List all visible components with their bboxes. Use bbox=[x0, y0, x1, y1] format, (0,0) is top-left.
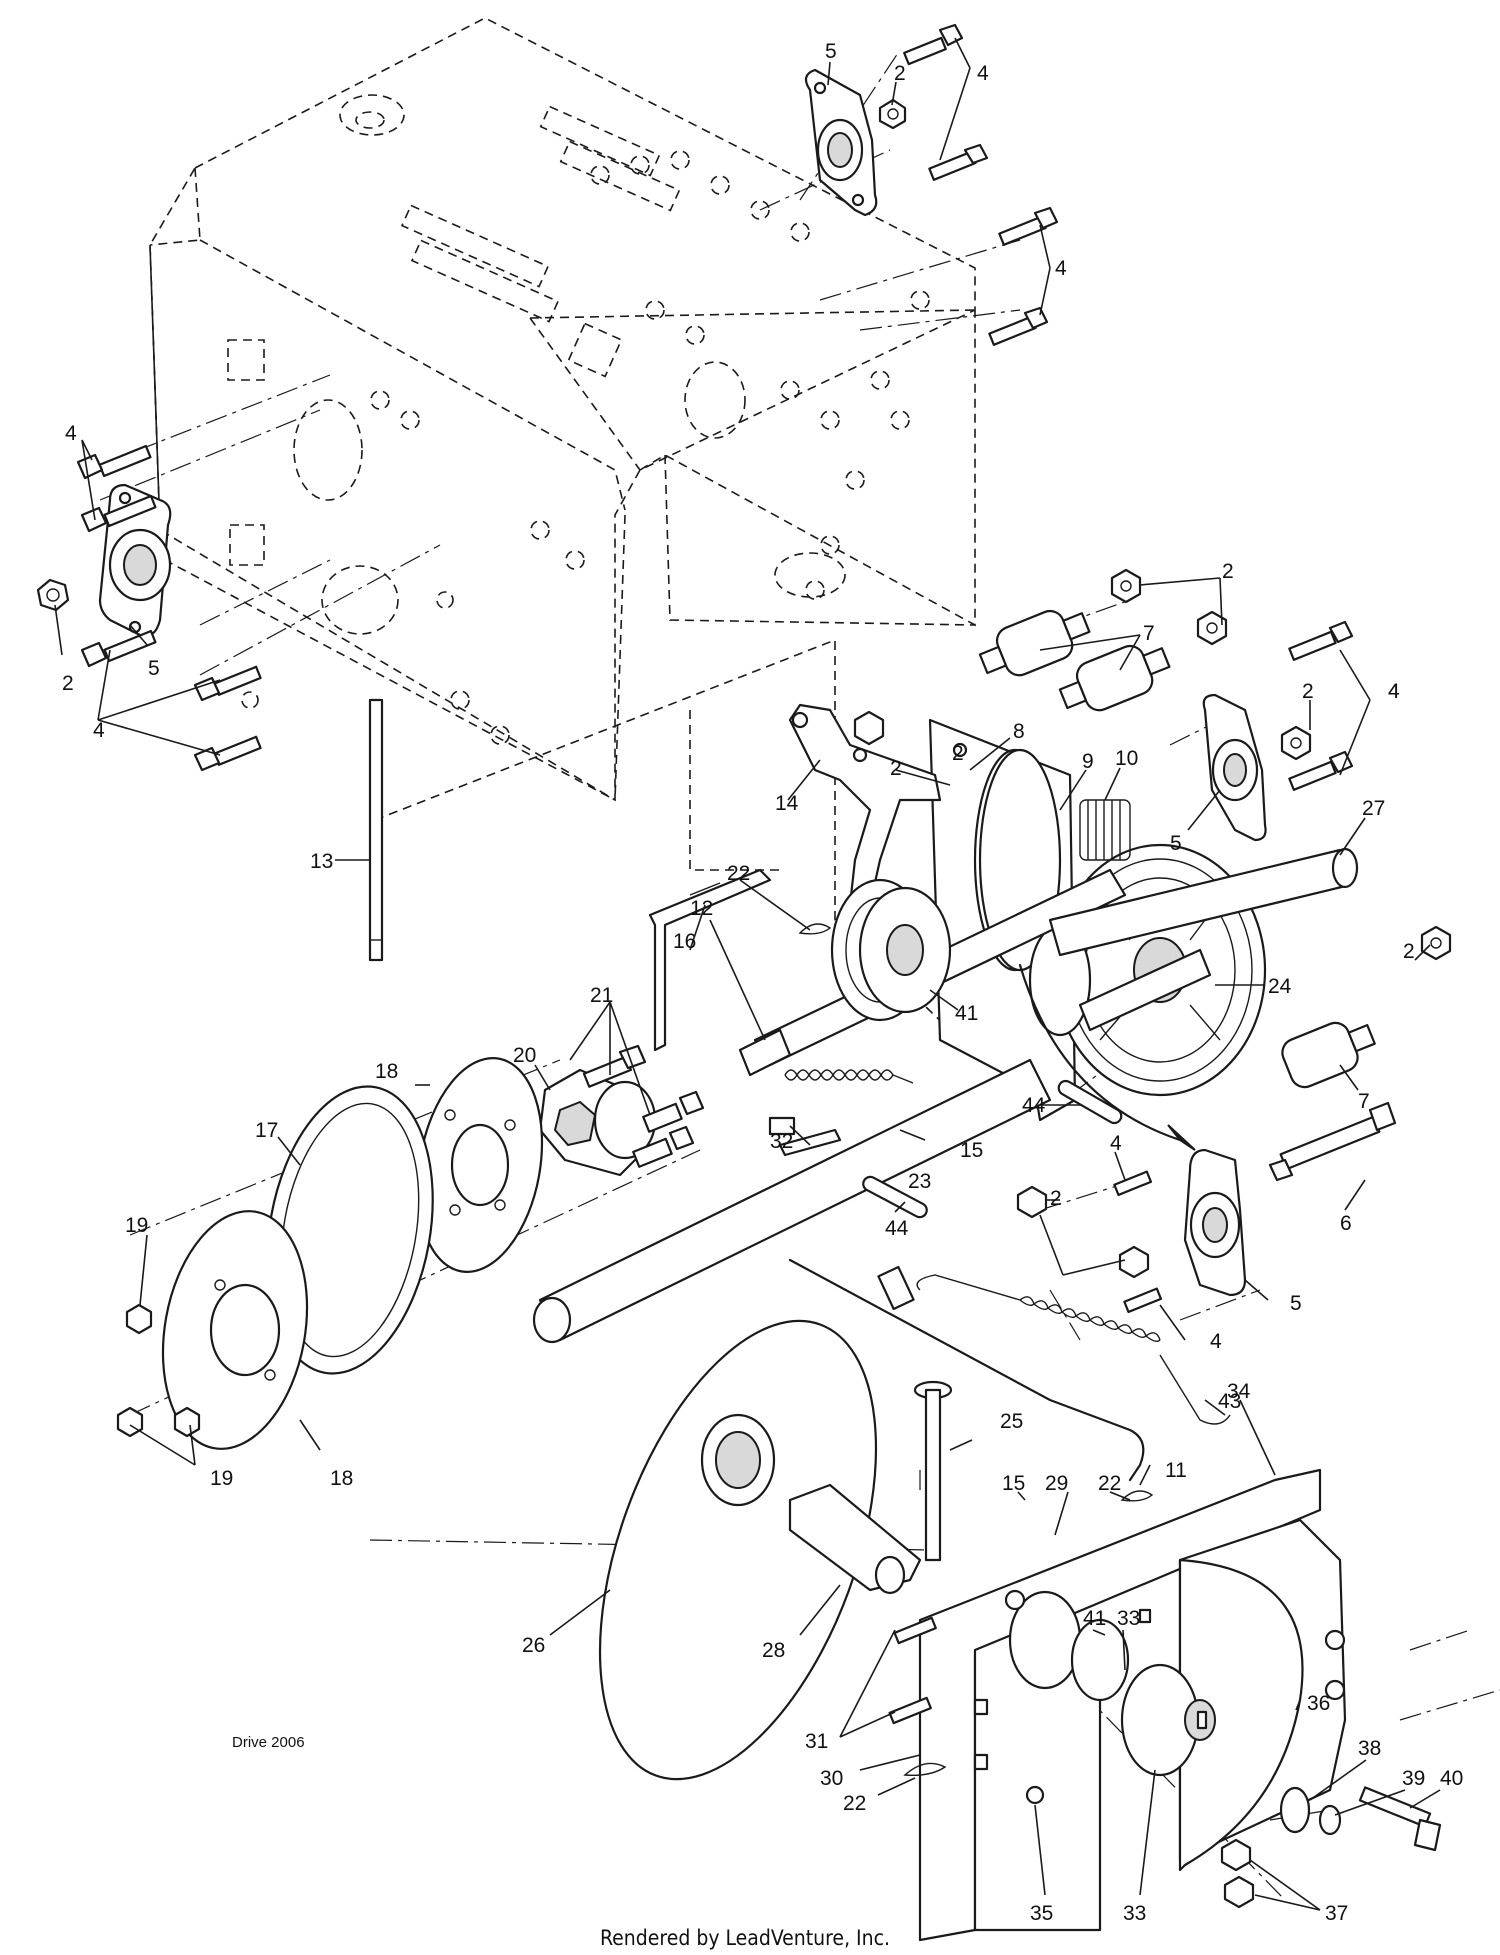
callout: 16 bbox=[673, 930, 696, 953]
callout: 8 bbox=[1013, 720, 1025, 743]
callout: 5 bbox=[1170, 832, 1182, 855]
callout: 31 bbox=[805, 1730, 828, 1753]
callout: 40 bbox=[1440, 1767, 1463, 1790]
footer-credit: Rendered by LeadVenture, Inc. bbox=[600, 1926, 890, 1950]
callout: 4 bbox=[1210, 1330, 1222, 1353]
callout: 2 bbox=[62, 672, 74, 695]
callout: 33 bbox=[1117, 1607, 1140, 1630]
callout: 12 bbox=[690, 897, 713, 920]
callout: 18 bbox=[330, 1467, 353, 1490]
callout: 19 bbox=[125, 1214, 148, 1237]
callout: 2 bbox=[1302, 680, 1314, 703]
callout: 15 bbox=[960, 1139, 983, 1162]
rod bbox=[368, 698, 384, 962]
callout: 5 bbox=[148, 657, 160, 680]
callout: 35 bbox=[1030, 1902, 1053, 1925]
diagram-caption: Drive 2006 bbox=[232, 1734, 305, 1751]
callout: 4 bbox=[977, 62, 989, 85]
leader-lines bbox=[54, 37, 1441, 1911]
callout: 39 bbox=[1402, 1767, 1425, 1790]
callout: 2 bbox=[1050, 1187, 1062, 1210]
callout: 23 bbox=[908, 1170, 931, 1193]
callout: 11 bbox=[1165, 1459, 1187, 1482]
callout: 4 bbox=[93, 719, 105, 742]
callout: 5 bbox=[825, 40, 837, 63]
callout: 13 bbox=[310, 850, 333, 873]
callout: 7 bbox=[1143, 622, 1155, 645]
callout: 18 bbox=[375, 1060, 398, 1083]
clutch-collar bbox=[830, 878, 952, 1022]
callout: 5 bbox=[1290, 1292, 1302, 1315]
callout: 4 bbox=[65, 422, 77, 445]
spacers-and-nuts bbox=[853, 568, 1452, 1089]
callout: 2 bbox=[1222, 560, 1234, 583]
callout: 2 bbox=[894, 62, 906, 85]
direction-arrow bbox=[1018, 963, 1182, 1142]
coupler-20 bbox=[538, 1044, 705, 1177]
callout: 6 bbox=[1340, 1212, 1352, 1235]
callout: 4 bbox=[1110, 1132, 1122, 1155]
callout: 15 bbox=[1002, 1472, 1025, 1495]
right-lower-flange bbox=[1016, 1101, 1397, 1314]
callout: 2 bbox=[1403, 940, 1415, 963]
callout: 37 bbox=[1325, 1902, 1348, 1925]
callout: 17 bbox=[255, 1119, 278, 1142]
bracket-16 bbox=[648, 868, 772, 1052]
callout: 22 bbox=[727, 862, 750, 885]
main-shaft bbox=[532, 1058, 1123, 1344]
callout: 29 bbox=[1045, 1472, 1068, 1495]
springs-and-cable bbox=[784, 1069, 1231, 1482]
callout: 41 bbox=[1083, 1607, 1106, 1630]
callout: 7 bbox=[1358, 1090, 1370, 1113]
callout: 28 bbox=[762, 1639, 785, 1662]
callout: 4 bbox=[1055, 257, 1067, 280]
left-flange-assembly bbox=[36, 444, 262, 772]
callout: 44 bbox=[885, 1217, 909, 1240]
callout-labels: 5 2 4 4 4 4 2 5 4 2 7 2 4 5 8 2 9 10 14 … bbox=[62, 40, 1463, 1925]
callout: 34 bbox=[1227, 1380, 1251, 1403]
callout: 19 bbox=[210, 1467, 233, 1490]
callout: 32 bbox=[770, 1130, 793, 1153]
lower-hardware bbox=[798, 923, 1442, 1909]
callout: 25 bbox=[1000, 1410, 1023, 1433]
callout: 9 bbox=[1082, 750, 1094, 773]
callout: 24 bbox=[1268, 975, 1292, 998]
callout: 44 bbox=[1022, 1094, 1046, 1117]
callout: 10 bbox=[1115, 747, 1138, 770]
callout: 22 bbox=[1098, 1472, 1121, 1495]
phantom-outline bbox=[374, 638, 951, 1031]
callout: 4 bbox=[1388, 680, 1400, 703]
pin-25 bbox=[913, 1380, 953, 1562]
callout: 36 bbox=[1307, 1692, 1330, 1715]
callout: 33 bbox=[1123, 1902, 1146, 1925]
callout: 30 bbox=[820, 1767, 843, 1790]
callout: 2 bbox=[952, 742, 964, 765]
callout: 21 bbox=[590, 984, 613, 1007]
callout: 26 bbox=[522, 1634, 545, 1657]
upper-flange-assembly bbox=[804, 23, 1059, 346]
callout: 41 bbox=[955, 1002, 978, 1025]
callout: 4 bbox=[1388, 680, 1400, 703]
callout: 38 bbox=[1358, 1737, 1381, 1760]
drive-disc bbox=[598, 1319, 922, 1781]
callout: 22 bbox=[843, 1792, 866, 1815]
lower-bracket-assembly bbox=[918, 1468, 1347, 1942]
callout: 43 bbox=[1218, 1390, 1241, 1413]
friction-plates bbox=[116, 1057, 544, 1450]
callout: 2 bbox=[890, 757, 902, 780]
callout: 20 bbox=[513, 1044, 536, 1067]
callout: 14 bbox=[775, 792, 799, 815]
right-upper-flange bbox=[1202, 693, 1267, 842]
callout: 27 bbox=[1362, 797, 1385, 820]
